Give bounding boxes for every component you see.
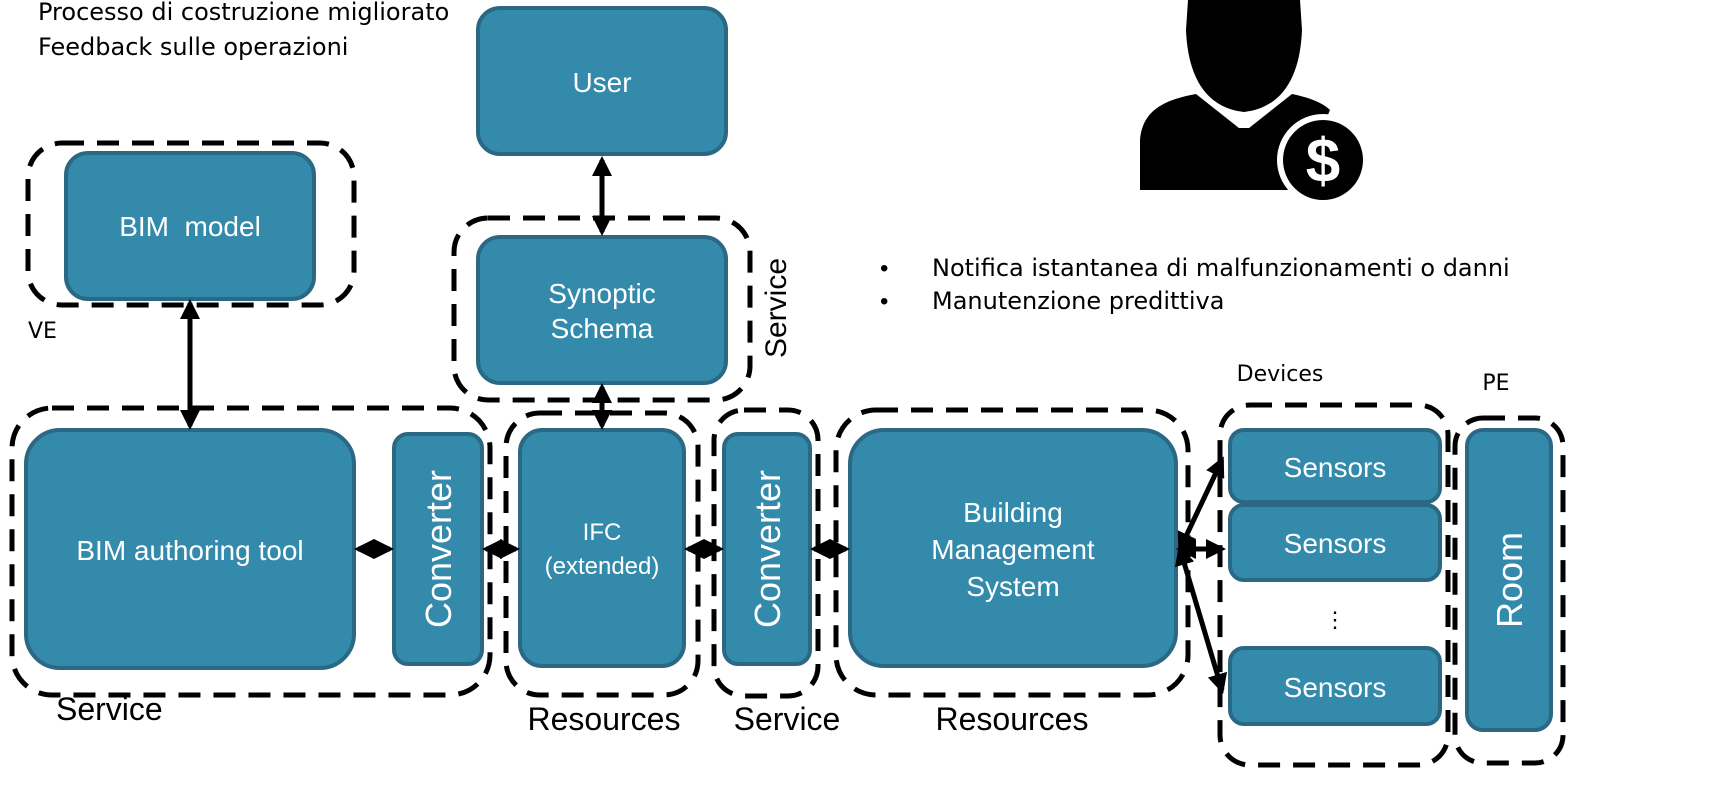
bullet-1: • — [880, 255, 888, 282]
arrow-bms-sensors-1 — [1177, 456, 1225, 553]
bms-building-label: Building — [963, 497, 1063, 528]
ifc-extended-box[interactable] — [518, 428, 686, 668]
note-construction: Processo di costruzione migliorato — [38, 0, 449, 26]
label-resources-ifc: Resources — [528, 701, 681, 737]
svg-text:$: $ — [1306, 127, 1340, 196]
label-devices: Devices — [1237, 362, 1324, 387]
label-service-left: Service — [56, 691, 163, 727]
synoptic-label: Synoptic — [548, 278, 655, 309]
businessman-dollar-icon: $ — [1140, 0, 1369, 206]
note-predictive-maintenance: Manutenzione predittiva — [932, 287, 1224, 315]
sensors-box-3[interactable] — [1228, 646, 1442, 726]
sensors-label-2: Sensors — [1284, 528, 1387, 559]
label-pe: PE — [1482, 371, 1509, 396]
ifc-extended-label: (extended) — [545, 553, 660, 580]
note-feedback: Feedback sulle operazioni — [38, 33, 348, 61]
room-label: Room — [1489, 532, 1530, 628]
sensors-box-1[interactable] — [1228, 428, 1442, 504]
converter-left-label: Converter — [418, 470, 459, 628]
ifc-label: IFC — [583, 519, 622, 546]
label-ve: VE — [28, 319, 57, 344]
user-box[interactable] — [476, 6, 728, 156]
group-ve — [25, 140, 357, 308]
converter-right-label: Converter — [747, 470, 788, 628]
sensors-label-3: Sensors — [1284, 672, 1387, 703]
label-service-converter: Service — [734, 701, 841, 737]
arrow-bms-sensors-3 — [1174, 545, 1228, 694]
sensors-label-1: Sensors — [1284, 452, 1387, 483]
bms-management-label: Management — [931, 534, 1095, 565]
bms-system-label: System — [966, 571, 1059, 602]
bullet-2: • — [880, 288, 888, 315]
bim-model-label: BIM model — [119, 211, 261, 242]
room-box[interactable] — [1465, 428, 1553, 732]
schema-label: Schema — [551, 313, 654, 344]
note-instant-notification: Notifica istantanea di malfunzionamenti … — [932, 254, 1510, 282]
synoptic-schema-box[interactable] — [476, 235, 728, 385]
sensors-ellipsis: ⋮ — [1324, 607, 1346, 632]
group-pe — [1452, 415, 1566, 766]
user-label: User — [572, 67, 631, 98]
label-service-top: Service — [760, 258, 793, 358]
sensors-box-2[interactable] — [1228, 503, 1442, 582]
bim-authoring-tool-label: BIM authoring tool — [76, 535, 303, 566]
label-resources-bms: Resources — [936, 701, 1089, 737]
